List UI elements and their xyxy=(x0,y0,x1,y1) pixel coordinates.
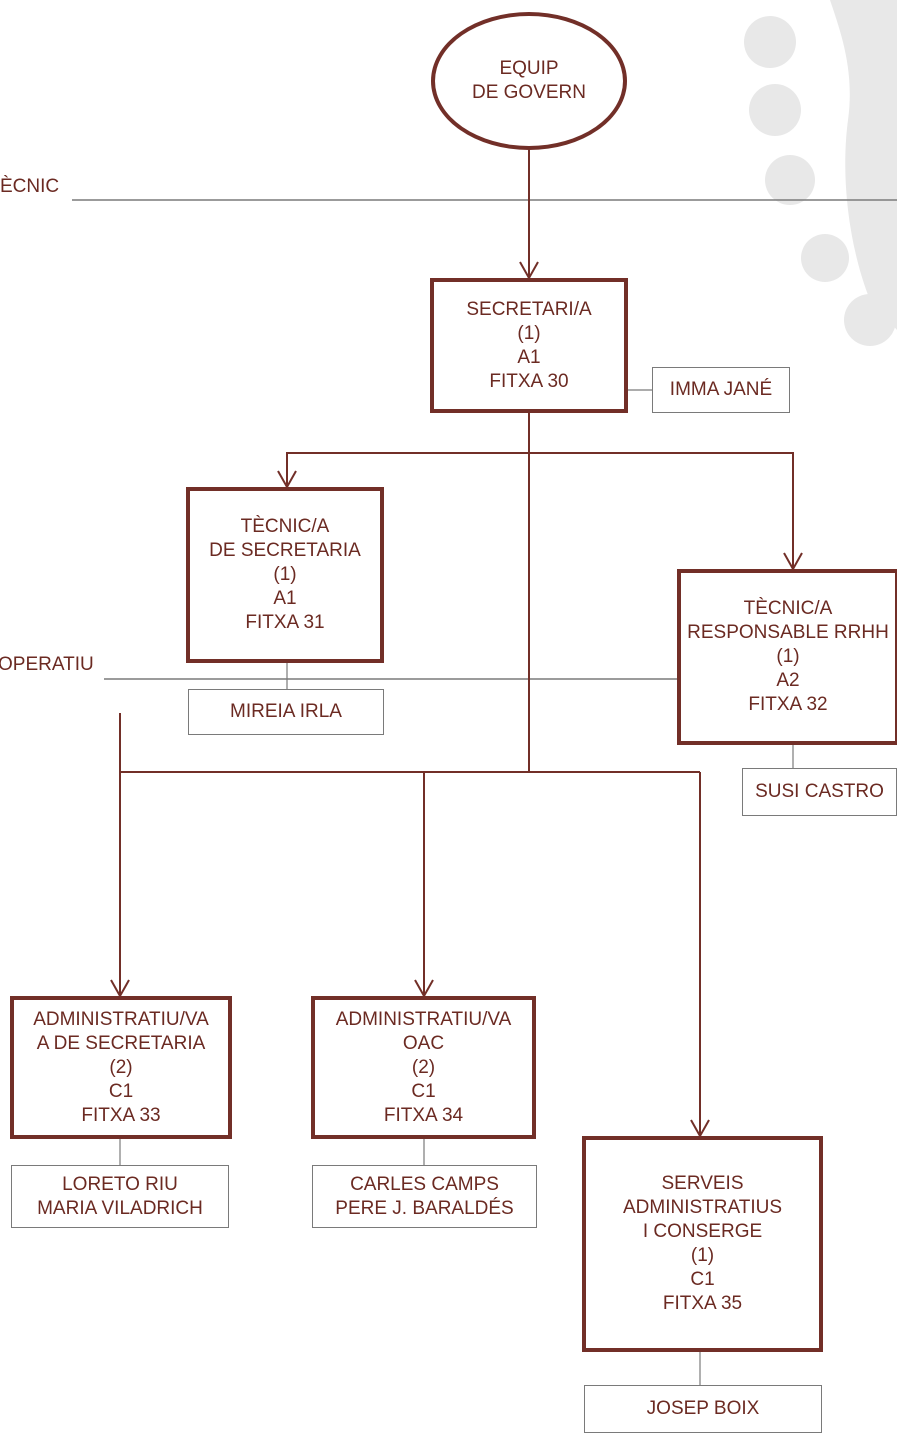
person-box-admin-secretaria[interactable]: LORETO RIU MARIA VILADRICH xyxy=(11,1165,229,1228)
person-name: MARIA VILADRICH xyxy=(37,1197,203,1219)
node-secretari[interactable]: SECRETARI/A (1) A1 FITXA 30 xyxy=(430,278,628,413)
node-line: ADMINISTRATIUS xyxy=(622,1197,783,1218)
node-line: OAC xyxy=(402,1032,445,1054)
node-line: FITXA 30 xyxy=(489,370,569,392)
node-line: ADMINISTRATIU/VA xyxy=(335,1008,512,1030)
node-line: RESPONSABLE RRHH xyxy=(687,622,889,643)
node-line: (1) xyxy=(273,564,297,585)
person-name: JOSEP BOIX xyxy=(646,1398,760,1419)
level-label-tecnic: ÈCNIC xyxy=(0,176,60,197)
person-josep-boix[interactable]: JOSEP BOIX xyxy=(584,1385,822,1433)
person-name: MIREIA IRLA xyxy=(230,701,342,722)
node-admin-oac[interactable]: ADMINISTRATIU/VA OAC (2) C1 FITXA 34 xyxy=(311,996,536,1139)
node-line: SERVEIS xyxy=(661,1173,744,1194)
person-susi-castro[interactable]: SUSI CASTRO xyxy=(742,768,897,816)
node-line: FITXA 31 xyxy=(245,612,325,633)
connector-tecnic-secretaria xyxy=(286,452,529,487)
node-equip-de-govern[interactable]: EQUIP DE GOVERN xyxy=(431,12,627,150)
node-line: (1) xyxy=(690,1245,715,1266)
person-name: PERE J. BARALDÉS xyxy=(335,1197,514,1219)
person-box-admin-oac[interactable]: CARLES CAMPS PERE J. BARALDÉS xyxy=(312,1165,537,1228)
node-line: SECRETARI/A xyxy=(466,298,592,320)
person-name: LORETO RIU xyxy=(62,1173,178,1195)
level-label-operatiu: OPERATIU xyxy=(0,654,94,675)
node-line: DE GOVERN xyxy=(471,82,587,103)
decorative-graphic xyxy=(744,0,897,346)
node-line: I CONSERGE xyxy=(642,1221,763,1242)
node-line: DE SECRETARIA xyxy=(209,540,361,561)
node-line: A2 xyxy=(776,670,800,691)
node-line: TÈCNIC/A xyxy=(743,598,833,619)
node-tecnic-secretaria[interactable]: TÈCNIC/A DE SECRETARIA (1) A1 FITXA 31 xyxy=(186,487,384,663)
node-line: FITXA 34 xyxy=(383,1104,464,1126)
node-line: ADMINISTRATIU/VA xyxy=(33,1008,209,1030)
node-line: A DE SECRETARIA xyxy=(36,1032,206,1054)
person-name: IMMA JANÉ xyxy=(669,379,773,400)
node-line: A1 xyxy=(273,588,297,609)
node-admin-secretaria[interactable]: ADMINISTRATIU/VA A DE SECRETARIA (2) C1 … xyxy=(10,996,232,1139)
node-line: TÈCNIC/A xyxy=(240,516,330,537)
node-line: C1 xyxy=(411,1080,436,1102)
person-mireia-irla[interactable]: MIREIA IRLA xyxy=(188,689,384,735)
node-line: C1 xyxy=(108,1080,134,1102)
node-tecnic-rrhh[interactable]: TÈCNIC/A RESPONSABLE RRHH (1) A2 FITXA 3… xyxy=(677,569,897,745)
node-line: (1) xyxy=(776,646,800,667)
node-line: C1 xyxy=(690,1269,715,1290)
person-name: SUSI CASTRO xyxy=(755,781,884,802)
node-line: (2) xyxy=(109,1056,133,1078)
node-line: EQUIP xyxy=(499,58,559,79)
node-line: FITXA 32 xyxy=(748,694,828,715)
person-imma-jane[interactable]: IMMA JANÉ xyxy=(652,367,790,413)
node-line: FITXA 35 xyxy=(662,1293,743,1314)
node-line: (2) xyxy=(411,1056,436,1078)
connector-tecnic-rrhh xyxy=(529,452,794,569)
node-line: FITXA 33 xyxy=(81,1104,161,1126)
node-line: (1) xyxy=(517,322,541,344)
person-name: CARLES CAMPS xyxy=(350,1173,499,1195)
node-serveis-administratius[interactable]: SERVEIS ADMINISTRATIUS I CONSERGE (1) C1… xyxy=(582,1136,823,1352)
node-line: A1 xyxy=(517,346,541,368)
